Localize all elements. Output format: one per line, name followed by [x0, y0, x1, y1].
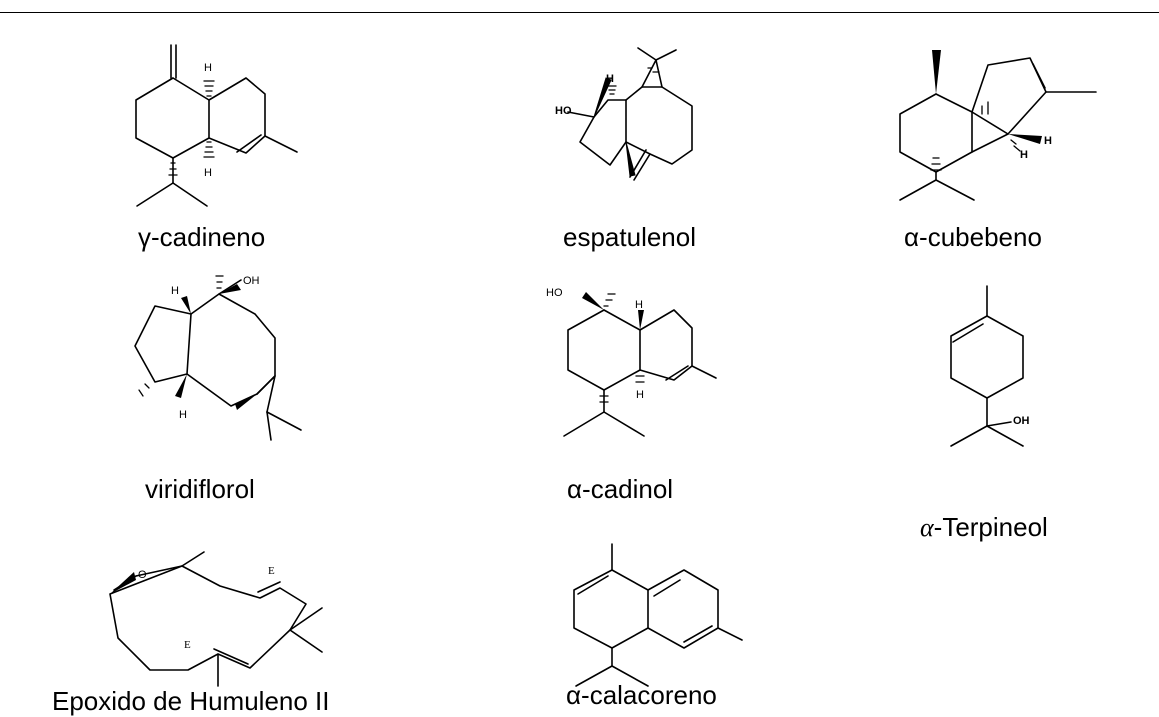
atom-h: H	[204, 62, 212, 74]
label-viridiflorol: viridiflorol	[145, 474, 255, 504]
atom-ho: HO	[546, 287, 563, 299]
viridiflorol-structure: OH H H	[134, 275, 302, 441]
gamma-cadineno-structure: H H	[135, 44, 298, 207]
atom-h: H	[636, 389, 644, 401]
atom-e: E	[268, 565, 275, 577]
label-alpha-cubebeno: α-cubebeno	[904, 222, 1042, 252]
top-rule	[0, 12, 1159, 13]
label-alpha-terpineol: α-Terpineol	[920, 514, 1048, 541]
atom-h: H	[179, 409, 187, 421]
alpha-terpineol-structure: OH	[950, 285, 1030, 447]
atom-o: O	[138, 569, 147, 581]
espatulenol-structure: HO H	[555, 47, 693, 181]
alpha-cadinol-structure: HO H H	[546, 287, 717, 437]
alpha-calacoreno-structure	[573, 543, 743, 687]
atom-ho: HO	[555, 105, 572, 117]
atom-h: H	[635, 299, 643, 311]
label-gamma-cadineno: γ-cadineno	[138, 222, 266, 252]
epoxido-humuleno-structure: O E E	[109, 551, 323, 687]
atom-oh: OH	[1013, 415, 1030, 427]
label-alpha-cadinol: α-cadinol	[567, 474, 674, 504]
label-alpha-calacoreno: α-calacoreno	[566, 680, 717, 710]
alpha-cubebeno-structure: H H	[899, 50, 1097, 201]
atom-h: H	[606, 73, 614, 85]
atom-h: H	[204, 167, 212, 179]
alpha-terpineol-prefix: α	[920, 513, 934, 542]
atom-h: H	[1044, 135, 1052, 147]
atom-oh: OH	[243, 275, 260, 287]
label-epoxido-humuleno: Epoxido de Humuleno II	[52, 686, 330, 716]
alpha-terpineol-name: -Terpineol	[933, 512, 1048, 542]
label-espatulenol: espatulenol	[563, 222, 696, 252]
atom-e: E	[184, 639, 191, 651]
atom-h: H	[171, 285, 179, 297]
atom-h: H	[1020, 149, 1028, 161]
